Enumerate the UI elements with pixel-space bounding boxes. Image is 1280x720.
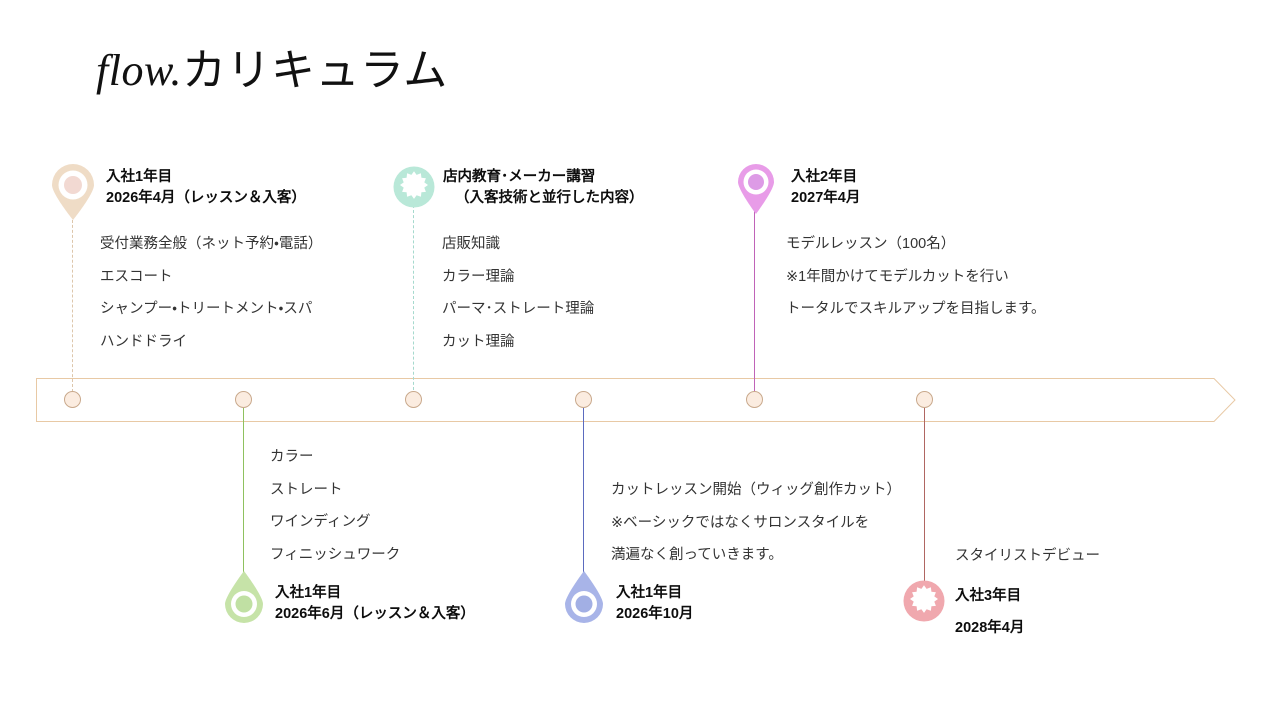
entry-1-heading-line2: 2026年4月（レッスン＆入客） (106, 190, 306, 206)
entry-5-body: モデルレッスン（100名） ※1年間かけてモデルカットを行い トータルでスキルア… (786, 228, 1046, 326)
entry-1-body-line-2: エスコート (100, 268, 173, 285)
marker-entry-5[interactable] (734, 163, 778, 215)
connector-line-3 (413, 205, 414, 395)
entry-3-body: 店販知識 カラー理論 パーマ･ストレート理論 カット理論 (442, 228, 594, 358)
marker-entry-6[interactable] (903, 580, 945, 622)
connector-line-4 (583, 404, 584, 578)
timeline-node-3[interactable] (405, 391, 422, 408)
timeline-node-1[interactable] (64, 391, 81, 408)
entry-6-heading-line2: 2028年4月 (955, 620, 1025, 636)
entry-5-body-line-1: モデルレッスン（100名） (786, 236, 956, 252)
marker-entry-4[interactable] (559, 570, 609, 624)
entry-2-heading: 入社1年目 2026年6月（レッスン＆入客） (275, 583, 475, 625)
entry-3-body-line-1: 店販知識 (442, 236, 500, 252)
entry-2-heading-line2: 2026年6月（レッスン＆入客） (275, 606, 475, 622)
entry-4-body-line-2: ※ベーシックではなくサロンスタイルを (611, 514, 870, 531)
title-jp: カリキュラム (182, 46, 448, 95)
connector-line-2 (243, 404, 244, 584)
entry-4-heading-line1: 入社1年目 (616, 585, 683, 601)
entry-5-heading-line1: 入社2年目 (791, 169, 858, 185)
entry-4-body: カットレッスン開始（ウィッグ創作カット） ※ベーシックではなくサロンスタイルを … (611, 474, 901, 572)
entry-1-body-line-3: シャンプー・トリートメント・スパ (100, 301, 313, 317)
entry-2-body-line-3: ワインディング (270, 514, 371, 530)
entry-6-body: スタイリストデビュー (955, 540, 1100, 573)
marker-entry-1[interactable] (46, 163, 100, 221)
entry-2-body-line-1: カラー (270, 449, 314, 465)
entry-4-body-line-3: 満遍なく創っていきます。 (611, 547, 783, 563)
entry-2-body: カラー ストレート ワインディング フィニッシュワーク (270, 441, 400, 571)
entry-2-heading-line1: 入社1年目 (275, 585, 342, 601)
entry-3-body-line-4: カット理論 (442, 333, 515, 350)
entry-5-body-line-3: トータルでスキルアップを目指します。 (786, 301, 1046, 317)
entry-1-heading-line1: 入社1年目 (106, 169, 173, 185)
entry-3-heading: 店内教育･メーカー講習 （入客技術と並行した内容） (443, 167, 644, 209)
entry-1-body-line-4: ハンドドライ (100, 333, 187, 350)
entry-2-body-line-2: ストレート (270, 481, 343, 498)
entry-1-heading: 入社1年目 2026年4月（レッスン＆入客） (106, 167, 306, 209)
entry-6-body-line-1: スタイリストデビュー (955, 548, 1100, 564)
entry-5-heading: 入社2年目 2027年4月 (791, 167, 860, 209)
entry-2-body-line-4: フィニッシュワーク (270, 546, 401, 563)
timeline-node-6[interactable] (916, 391, 933, 408)
title-latin: flow. (96, 46, 183, 95)
entry-4-heading-line2: 2026年10月 (616, 606, 694, 622)
marker-entry-3[interactable] (393, 166, 435, 208)
entry-6-heading-line1: 入社3年目 (955, 588, 1022, 604)
timeline-node-4[interactable] (575, 391, 592, 408)
connector-line-6 (924, 404, 925, 582)
entry-3-heading-line1: 店内教育･メーカー講習 (443, 169, 596, 185)
entry-1-body-line-1: 受付業務全般（ネット予約・電話） (100, 236, 323, 252)
timeline-node-5[interactable] (746, 391, 763, 408)
timeline-node-2[interactable] (235, 391, 252, 408)
entry-5-body-line-2: ※1年間かけてモデルカットを行い (786, 268, 1009, 285)
connector-line-5 (754, 205, 755, 395)
entry-3-heading-line2: （入客技術と並行した内容） (455, 190, 644, 206)
entry-6-heading: 入社3年目 2028年4月 (955, 580, 1024, 644)
marker-entry-2[interactable] (219, 570, 269, 624)
entry-5-heading-line2: 2027年4月 (791, 190, 861, 206)
entry-3-body-line-2: カラー理論 (442, 268, 515, 285)
entry-3-body-line-3: パーマ･ストレート理論 (442, 301, 595, 317)
entry-4-body-line-1: カットレッスン開始（ウィッグ創作カット） (611, 482, 901, 498)
entry-4-heading: 入社1年目 2026年10月 (616, 583, 693, 625)
entry-1-body: 受付業務全般（ネット予約・電話） エスコート シャンプー・トリートメント・スパ … (100, 228, 322, 358)
connector-line-1 (72, 210, 73, 392)
timeline-bar (36, 378, 1236, 422)
page-title: flow.カリキュラム (96, 34, 448, 98)
